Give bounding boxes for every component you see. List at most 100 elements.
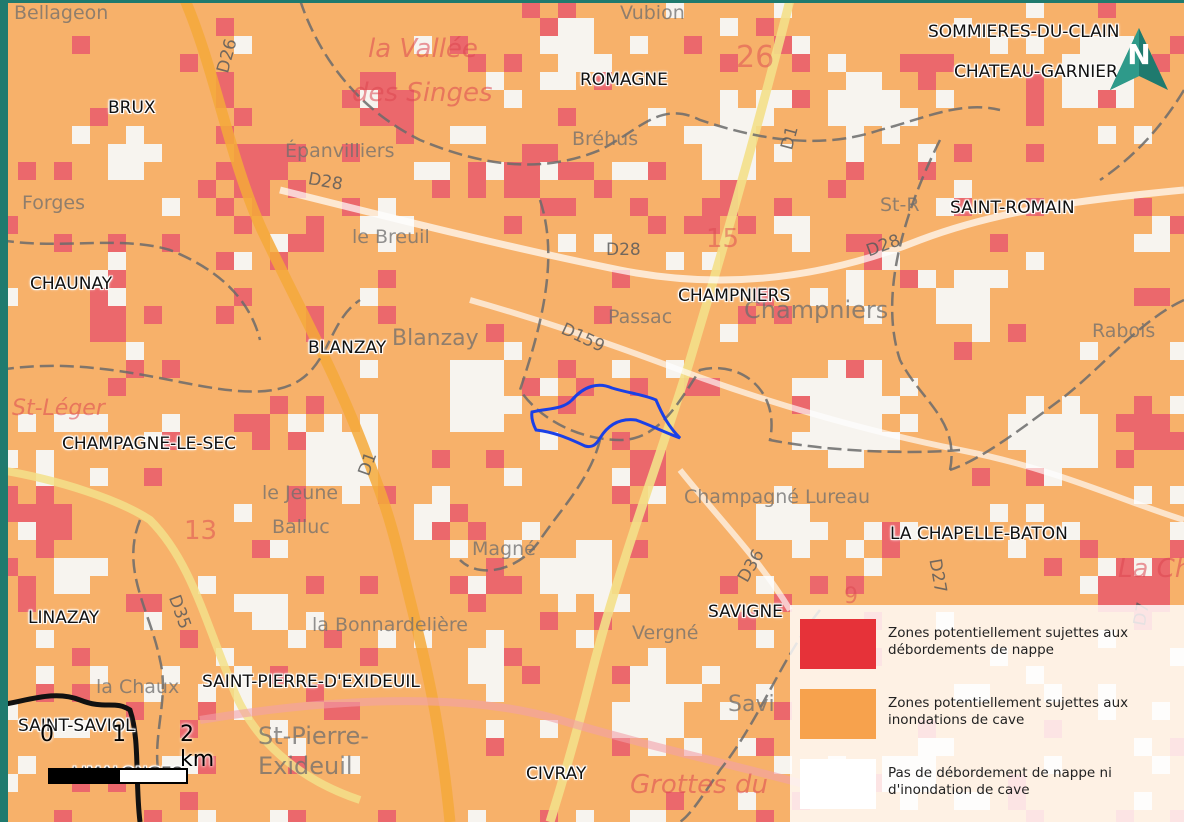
road-label: D28 xyxy=(606,240,641,260)
raster-cell-orange xyxy=(108,108,126,126)
raster-cell-red xyxy=(540,144,558,162)
raster-cell-orange xyxy=(882,180,900,198)
raster-cell-orange xyxy=(900,162,918,180)
raster-cell-orange xyxy=(576,126,594,144)
raster-cell-orange xyxy=(1080,126,1098,144)
raster-cell-orange xyxy=(342,108,360,126)
place-label: la Vallée xyxy=(368,34,478,64)
raster-cell-orange xyxy=(36,288,54,306)
commune-label: SOMMIERES-DU-CLAIN xyxy=(928,22,1120,42)
raster-cell-orange xyxy=(1008,126,1026,144)
raster-cell-orange xyxy=(630,108,648,126)
raster-cell-orange xyxy=(360,126,378,144)
raster-cell-orange xyxy=(144,90,162,108)
raster-cell-orange xyxy=(1116,162,1134,180)
legend-item-red: Zones potentiellement sujettes aux débor… xyxy=(800,619,1180,675)
raster-cell-orange xyxy=(54,180,72,198)
raster-cell-red xyxy=(378,90,396,108)
raster-cell-orange xyxy=(432,144,450,162)
raster-cell-orange xyxy=(522,54,540,72)
raster-cell-orange xyxy=(810,108,828,126)
raster-cell-orange xyxy=(1026,126,1044,144)
raster-cell-orange xyxy=(432,36,450,54)
raster-cell-orange xyxy=(396,0,414,18)
raster-cell-orange xyxy=(288,162,306,180)
raster-cell-red xyxy=(216,198,234,216)
study-area-outline xyxy=(530,383,682,449)
raster-cell-orange xyxy=(792,108,810,126)
raster-cell-orange xyxy=(162,90,180,108)
raster-cell-orange xyxy=(360,54,378,72)
raster-cell-orange xyxy=(1008,234,1026,252)
scale-tick-label: 1 xyxy=(112,722,126,747)
raster-cell-orange xyxy=(648,90,666,108)
raster-cell-orange xyxy=(864,36,882,54)
raster-cell-orange xyxy=(198,216,216,234)
raster-cell-orange xyxy=(342,18,360,36)
raster-cell-orange xyxy=(612,54,630,72)
raster-cell-orange xyxy=(792,162,810,180)
raster-cell-orange xyxy=(324,288,342,306)
raster-cell-orange xyxy=(486,36,504,54)
place-label: Savi xyxy=(728,692,775,717)
raster-cell-orange xyxy=(54,54,72,72)
raster-cell-orange xyxy=(882,36,900,54)
raster-cell-red xyxy=(1026,72,1044,90)
raster-cell-orange xyxy=(324,72,342,90)
raster-cell-orange xyxy=(324,162,342,180)
raster-cell-orange xyxy=(630,180,648,198)
raster-cell-orange xyxy=(882,72,900,90)
raster-cell-orange xyxy=(126,72,144,90)
raster-cell-orange xyxy=(1026,18,1044,36)
raster-cell-red xyxy=(1170,36,1184,54)
raster-cell-orange xyxy=(342,288,360,306)
raster-cell-orange xyxy=(288,90,306,108)
raster-cell-orange xyxy=(342,36,360,54)
raster-cell-orange xyxy=(1062,144,1080,162)
raster-cell-orange xyxy=(648,180,666,198)
raster-cell-orange xyxy=(234,90,252,108)
raster-cell-orange xyxy=(846,216,864,234)
raster-cell-orange xyxy=(684,144,702,162)
raster-cell-orange xyxy=(198,234,216,252)
place-label: le Breuil xyxy=(352,226,430,248)
raster-cell-orange xyxy=(144,162,162,180)
raster-cell-orange xyxy=(972,198,990,216)
raster-cell-orange xyxy=(414,180,432,198)
raster-cell-orange xyxy=(738,54,756,72)
raster-cell-orange xyxy=(72,252,90,270)
raster-cell-orange xyxy=(54,90,72,108)
raster-cell-red xyxy=(720,54,738,72)
raster-cell-orange xyxy=(144,288,162,306)
place-label: Balluc xyxy=(272,516,330,538)
raster-cell-orange xyxy=(684,288,702,306)
raster-cell-orange xyxy=(576,198,594,216)
raster-cell-orange xyxy=(522,72,540,90)
raster-cell-orange xyxy=(288,72,306,90)
raster-cell-red xyxy=(720,180,738,198)
raster-cell-orange xyxy=(918,18,936,36)
raster-cell-orange xyxy=(810,198,828,216)
raster-cell-orange xyxy=(1116,252,1134,270)
raster-cell-orange xyxy=(396,54,414,72)
raster-cell-red xyxy=(522,0,540,18)
raster-cell-orange xyxy=(198,198,216,216)
raster-cell-orange xyxy=(1152,252,1170,270)
raster-cell-orange xyxy=(36,216,54,234)
raster-cell-red xyxy=(216,252,234,270)
raster-cell-orange xyxy=(810,216,828,234)
raster-cell-orange xyxy=(36,72,54,90)
raster-cell-orange xyxy=(522,288,540,306)
raster-cell-orange xyxy=(1026,54,1044,72)
raster-cell-red xyxy=(756,288,774,306)
raster-cell-red xyxy=(1098,90,1116,108)
raster-cell-red xyxy=(360,72,378,90)
raster-cell-orange xyxy=(936,72,954,90)
raster-cell-orange xyxy=(810,18,828,36)
raster-cell-orange xyxy=(90,126,108,144)
raster-cell-red xyxy=(774,198,792,216)
raster-cell-orange xyxy=(738,198,756,216)
raster-cell-orange xyxy=(1098,234,1116,252)
raster-cell-orange xyxy=(144,72,162,90)
